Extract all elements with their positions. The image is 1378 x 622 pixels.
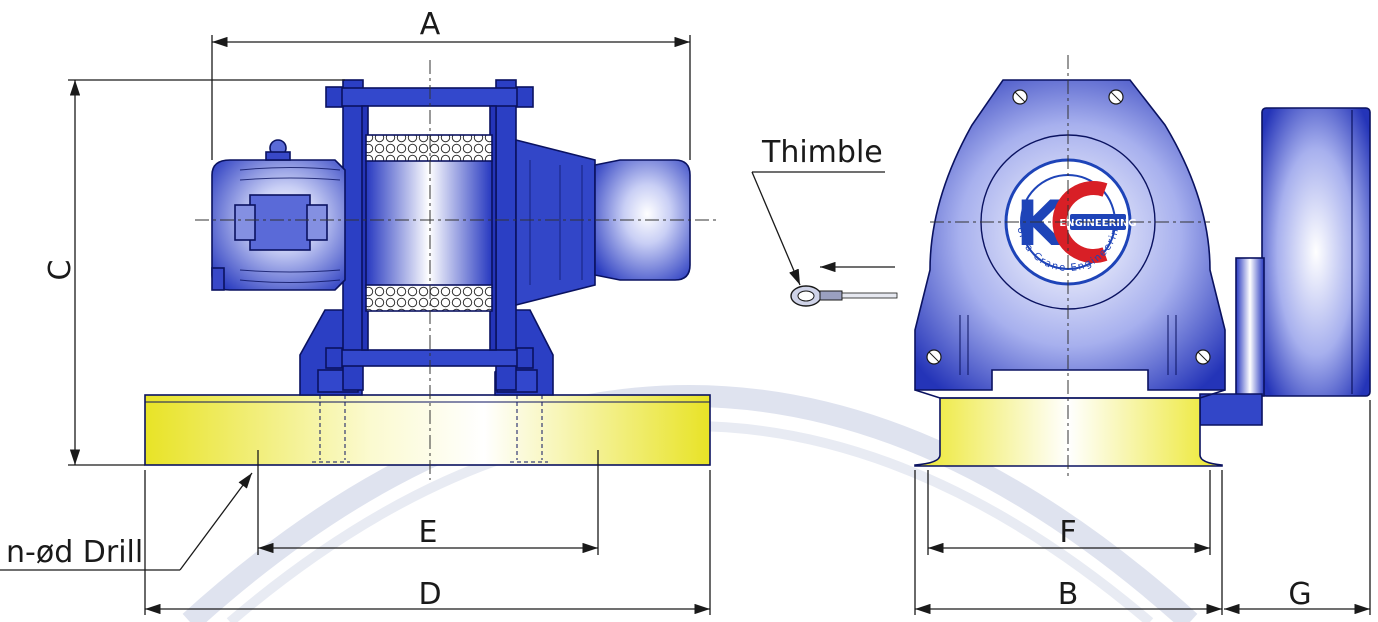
- dim-label-a: A: [420, 7, 441, 42]
- dim-label-g: G: [1288, 577, 1311, 612]
- thimble-label: Thimble: [761, 135, 883, 170]
- thimble-detail: [751, 171, 898, 307]
- front-gearbox: [515, 138, 596, 307]
- front-rope-bottom: [365, 284, 493, 312]
- front-terminal-box: [249, 194, 311, 251]
- dim-label-d: D: [418, 577, 441, 612]
- front-base-rail: [144, 394, 711, 466]
- side-motor-cover: [1261, 107, 1371, 397]
- dim-label-f: F: [1059, 515, 1076, 550]
- dim-label-e: E: [419, 515, 438, 550]
- logo-word: ENGINEERING: [1059, 218, 1136, 229]
- front-right-plate: [495, 79, 517, 391]
- front-rope-top: [365, 134, 493, 162]
- drill-label: n-ød Drill: [6, 535, 143, 570]
- front-drum: [365, 157, 493, 289]
- dim-label-b: B: [1058, 577, 1079, 612]
- dim-label-c: C: [43, 260, 78, 281]
- side-dimensions: F B G: [914, 400, 1371, 615]
- front-left-plate: [342, 79, 364, 391]
- front-view-winch: [144, 60, 720, 480]
- front-dimensions: A C E D: [0, 7, 711, 615]
